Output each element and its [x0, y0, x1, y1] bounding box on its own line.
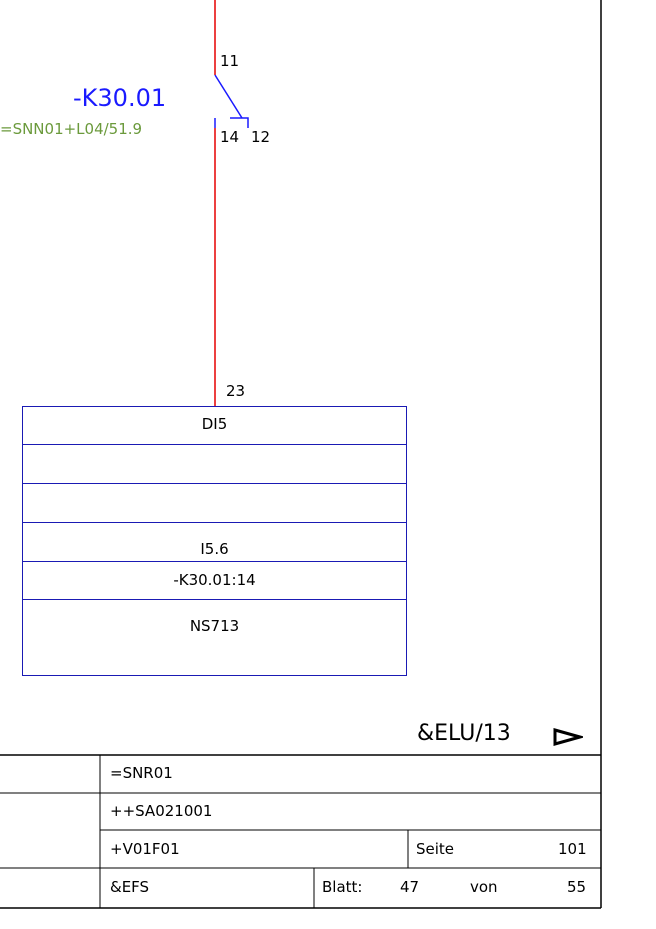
module-row-channel: DI5: [23, 407, 406, 445]
tb-document: &EFS: [110, 878, 150, 896]
device-cross-reference[interactable]: =SNN01+L04/51.9: [0, 120, 143, 138]
contact-blade: [214, 74, 243, 119]
module-row-empty-1: [23, 445, 406, 484]
page-cross-reference[interactable]: &ELU/13: [417, 721, 511, 746]
tb-function: =SNR01: [110, 764, 173, 782]
contact-nc-hook: [230, 117, 249, 128]
triangle-right-icon[interactable]: [553, 727, 583, 747]
tb-installation: ++SA021001: [110, 802, 213, 820]
tb-blatt-label: Blatt:: [322, 878, 363, 896]
tb-seite-value: 101: [558, 840, 587, 858]
tb-blatt-value: 47: [400, 878, 420, 896]
terminal-label-12: 12: [251, 128, 271, 146]
device-tag[interactable]: -K30.01: [73, 84, 167, 112]
module-row-device-ref: -K30.01:14: [23, 562, 406, 600]
module-row-address: I5.6: [23, 523, 406, 562]
tb-location: +V01F01: [110, 840, 180, 858]
plc-input-module[interactable]: DI5 I5.6 -K30.01:14 NS713: [22, 406, 407, 676]
module-terminal-label: 23: [226, 382, 246, 400]
terminal-label-14: 14: [220, 128, 240, 146]
terminal-label-11: 11: [220, 52, 240, 70]
tb-seite-label: Seite: [416, 840, 455, 858]
tb-von-label: von: [470, 878, 498, 896]
module-row-name: NS713: [189, 617, 240, 635]
tb-von-value: 55: [567, 878, 587, 896]
module-row-empty-2: [23, 484, 406, 523]
